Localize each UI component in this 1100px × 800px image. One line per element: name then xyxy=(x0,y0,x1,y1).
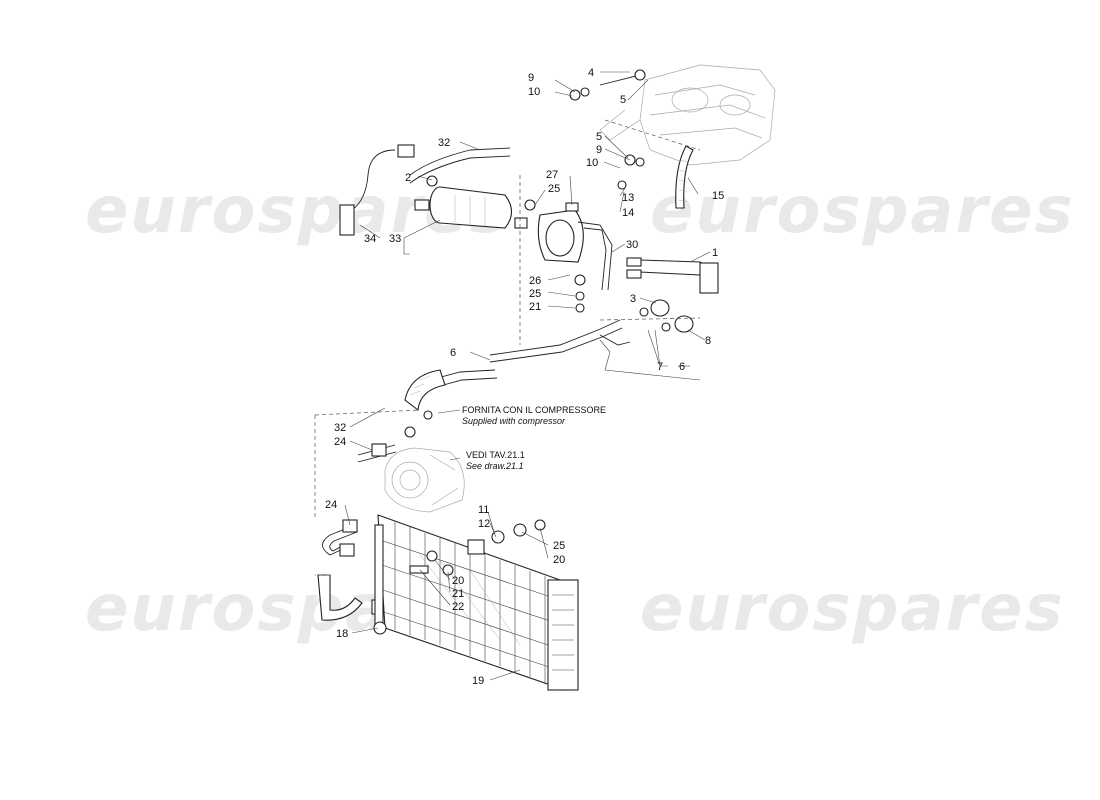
callout-25: 25 xyxy=(529,288,541,300)
callout-34: 34 xyxy=(364,233,376,245)
hose-32-upper xyxy=(339,144,511,236)
callout-7: 7 xyxy=(657,361,663,373)
callout-10: 10 xyxy=(528,86,540,98)
callout-3: 3 xyxy=(630,293,636,305)
callout-19: 19 xyxy=(472,675,484,687)
callout-30: 30 xyxy=(626,239,638,251)
watermark-top-right: eurospares xyxy=(650,174,1075,248)
condenser-19 xyxy=(374,514,579,691)
callout-18: 18 xyxy=(336,628,348,640)
leader-lines xyxy=(344,71,711,681)
callout-labels: 9 10 4 5 5 9 10 13 14 15 32 2 34 33 27 2… xyxy=(325,67,724,687)
pipe-1 xyxy=(626,257,719,294)
note-see-en: See draw.21.1 xyxy=(466,461,524,471)
callout-10: 10 xyxy=(586,157,598,169)
callout-32: 32 xyxy=(334,422,346,434)
fasteners xyxy=(373,69,646,635)
callout-21: 21 xyxy=(452,588,464,600)
callout-6: 6 xyxy=(450,347,456,359)
callout-27: 27 xyxy=(546,169,558,181)
callout-33: 33 xyxy=(389,233,401,245)
callout-2: 2 xyxy=(405,172,411,184)
callout-22: 22 xyxy=(452,601,464,613)
callout-13: 13 xyxy=(622,192,634,204)
callout-8: 8 xyxy=(705,335,711,347)
callout-25: 25 xyxy=(548,183,560,195)
callout-26: 26 xyxy=(529,275,541,287)
fittings-3-8 xyxy=(599,299,701,333)
callout-5: 5 xyxy=(620,94,626,106)
grouping-lines xyxy=(314,119,701,576)
callout-20: 20 xyxy=(452,575,464,587)
callout-24: 24 xyxy=(325,499,337,511)
note-compressor-en: Supplied with compressor xyxy=(462,416,566,426)
engine-block-sketch xyxy=(599,64,776,166)
hose-24 xyxy=(322,443,397,557)
watermark-bottom-right: eurospares xyxy=(640,572,1065,646)
callout-20: 20 xyxy=(553,554,565,566)
note-see-it: VEDI TAV.21.1 xyxy=(466,450,525,460)
callout-32: 32 xyxy=(438,137,450,149)
callout-11: 11 xyxy=(478,504,489,516)
notes-group: FORNITA CON IL COMPRESSORE Supplied with… xyxy=(462,405,606,471)
hose-15 xyxy=(675,145,694,209)
callout-21: 21 xyxy=(529,301,541,313)
callout-4: 4 xyxy=(588,67,594,79)
pipe-6 xyxy=(404,319,631,412)
note-compressor-it: FORNITA CON IL COMPRESSORE xyxy=(462,405,606,415)
callout-9: 9 xyxy=(596,144,602,156)
callout-12: 12 xyxy=(478,518,490,530)
callout-15: 15 xyxy=(712,190,724,202)
callout-9: 9 xyxy=(528,72,534,84)
callout-6: 6 xyxy=(679,361,685,373)
bracket-26 xyxy=(537,209,613,291)
callout-1: 1 xyxy=(712,247,718,259)
callout-5: 5 xyxy=(596,131,602,143)
dryer-canister xyxy=(414,186,528,229)
callout-25: 25 xyxy=(553,540,565,552)
callout-14: 14 xyxy=(622,207,634,219)
callout-24: 24 xyxy=(334,436,346,448)
compressor-sketch xyxy=(384,447,465,513)
